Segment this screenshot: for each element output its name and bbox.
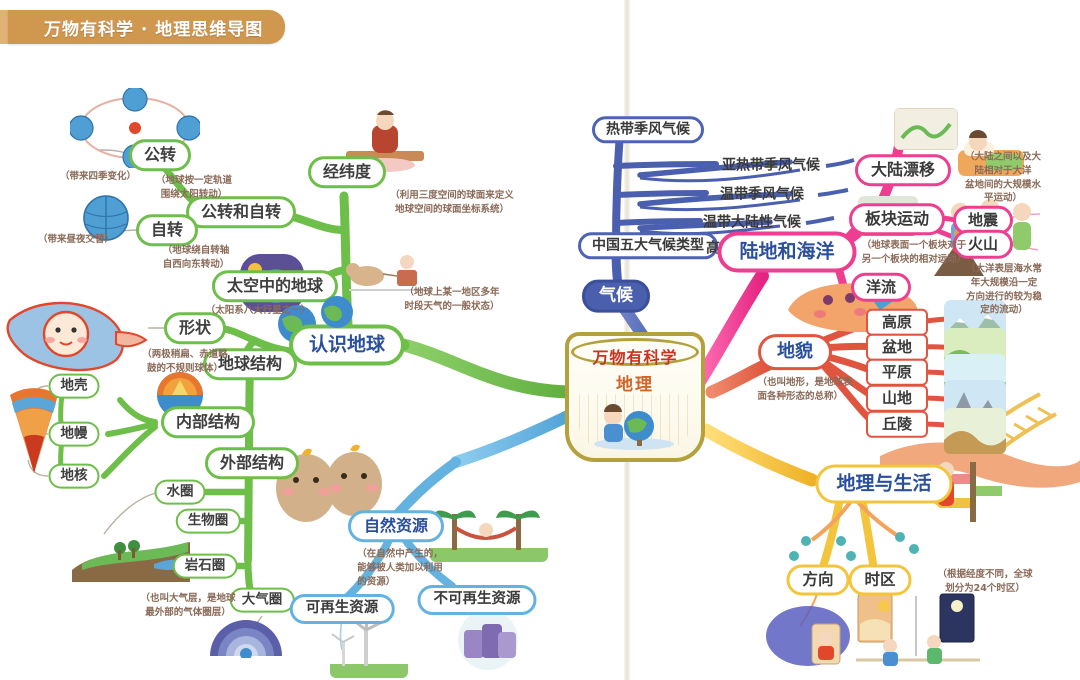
node-climate-type-2[interactable]: 温带季风气候 xyxy=(720,186,804,203)
node-external-structure[interactable]: 外部结构 xyxy=(204,447,300,479)
node-biosphere[interactable]: 生物圈 xyxy=(175,508,241,534)
node-direction[interactable]: 方向 xyxy=(786,564,850,596)
node-core[interactable]: 地核 xyxy=(48,463,100,489)
node-landform-0[interactable]: 高原 xyxy=(865,308,929,336)
annotation-revolution: （地球按一定轨道 围绕太阳转动） xyxy=(155,175,233,200)
annotation-rotation: （地球绕自转轴 自西向东转动） xyxy=(162,245,230,270)
sleeping-illustration xyxy=(958,130,1024,176)
node-landform-4[interactable]: 丘陵 xyxy=(865,410,929,438)
annotation-plate-movement: （地球表面一个板块对于 另一个板块的相对运动） xyxy=(861,240,967,265)
node-lat-long[interactable]: 经纬度 xyxy=(307,156,387,188)
atmosphere-illustration xyxy=(210,620,282,658)
annotation-rotation-effect: （带来昼夜交替） xyxy=(37,234,115,246)
node-land-sea-root[interactable]: 陆地和海洋 xyxy=(717,231,857,273)
node-rotation[interactable]: 自转 xyxy=(135,214,199,246)
node-hydrosphere[interactable]: 水圈 xyxy=(154,479,206,505)
node-landform-3[interactable]: 山地 xyxy=(865,384,929,412)
stump-ring xyxy=(571,338,699,366)
dogsled-illustration xyxy=(346,255,431,291)
center-title: 万物有科学 xyxy=(592,348,678,367)
node-climate-type-1[interactable]: 亚热带季风气候 xyxy=(722,157,820,174)
center-subtitle: 地理 xyxy=(616,375,654,395)
annotation-natural-resources: （在自然中产生的， 能够被人类加以利用 的资源） xyxy=(357,548,443,587)
annotation-landform: （也叫地形，是地球表 面各种形态的总称） xyxy=(757,377,853,402)
node-internal-structure[interactable]: 内部结构 xyxy=(160,406,256,438)
annotation-shape: （两极稍扁、赤道略 鼓的不规则球体） xyxy=(142,349,228,374)
map-card-icon xyxy=(894,108,958,150)
annotation-revolution-effect: （带来四季变化） xyxy=(59,171,137,183)
direction-illustration xyxy=(766,606,850,666)
palm-hammock-illustration xyxy=(430,510,548,562)
oil-barrels-illustration xyxy=(458,610,518,670)
timezone-illustration xyxy=(856,593,980,666)
annotation-continental-drift: （大陆之间以及大陆相对于大洋 盆地间的大规模水平运动） xyxy=(964,151,1041,204)
node-crust[interactable]: 地壳 xyxy=(48,373,100,399)
node-ocean-current[interactable]: 洋流 xyxy=(850,272,912,302)
node-geography-life-root[interactable]: 地理与生活 xyxy=(815,464,953,504)
earth-layers-icon xyxy=(157,372,203,418)
astronaut-illustration xyxy=(6,301,148,372)
node-revolution-rotation[interactable]: 公转和自转 xyxy=(185,196,297,228)
node-timezone[interactable]: 时区 xyxy=(848,564,912,596)
node-landform-1[interactable]: 盆地 xyxy=(865,333,929,361)
node-earth-in-space[interactable]: 太空中的地球 xyxy=(211,270,339,302)
node-revolution[interactable]: 公转 xyxy=(128,139,192,171)
hill-thumb xyxy=(944,408,1006,454)
node-natural-resources-root[interactable]: 自然资源 xyxy=(347,510,445,542)
annotation-timezone: （根据经度不同，全球 划分为24个时区） xyxy=(937,569,1033,594)
center-topic-node[interactable]: 万物有科学 地理 xyxy=(565,332,705,462)
node-mantle[interactable]: 地幔 xyxy=(48,421,100,447)
page-title: 万物有科学 · 地理思维导图 xyxy=(44,19,264,40)
node-climate-type-3[interactable]: 温带大陆性气候 xyxy=(703,214,801,231)
annotation-earth-in-space: （太阳系八大行星之一） xyxy=(205,305,311,317)
node-landform-2[interactable]: 平原 xyxy=(865,358,929,386)
node-climate-type-0[interactable]: 热带季风气候 xyxy=(592,116,704,144)
node-landform-root[interactable]: 地貌 xyxy=(758,334,832,370)
annotation-lat-long: （利用三度空间的球面来定义 地球空间的球面坐标系统） xyxy=(390,190,514,215)
globe-badge-icon xyxy=(321,296,353,328)
annotation-climate-definition: （地球上某一地区多年 时段天气的一般状态） xyxy=(404,287,500,312)
node-atmosphere[interactable]: 大气圈 xyxy=(229,587,295,613)
rotation-illustration xyxy=(83,195,129,241)
node-shape[interactable]: 形状 xyxy=(163,312,227,344)
title-banner: 万物有科学 · 地理思维导图 xyxy=(8,10,286,44)
worm-tail-illustration xyxy=(880,442,1080,488)
node-lithosphere[interactable]: 岩石圈 xyxy=(172,553,238,579)
landscape-illustration xyxy=(72,540,190,582)
node-earth-structure[interactable]: 地球结构 xyxy=(202,348,298,380)
node-earth-root[interactable]: 认识地球 xyxy=(288,324,406,366)
node-nonrenewable-resources[interactable]: 不可再生资源 xyxy=(417,585,537,615)
node-climate-root[interactable]: 气候 xyxy=(582,279,650,313)
node-continental-drift[interactable]: 大陆漂移 xyxy=(854,154,952,186)
node-plate-movement[interactable]: 板块运动 xyxy=(848,203,946,235)
node-renewable-resources[interactable]: 可再生资源 xyxy=(289,594,395,624)
earth-wedge-illustration xyxy=(10,388,58,473)
node-volcano[interactable]: 火山 xyxy=(952,229,1014,259)
annotation-atmosphere: （也叫大气层，是地球 最外部的气体圈层） xyxy=(140,593,236,618)
node-china-climate-types[interactable]: 中国五大气候类型 xyxy=(578,232,718,260)
annotation-ocean-current: （大洋表层海水常年大规模沿一定 方向进行的较为稳定的流动） xyxy=(966,263,1043,316)
boy-globe-illustration xyxy=(594,404,674,450)
